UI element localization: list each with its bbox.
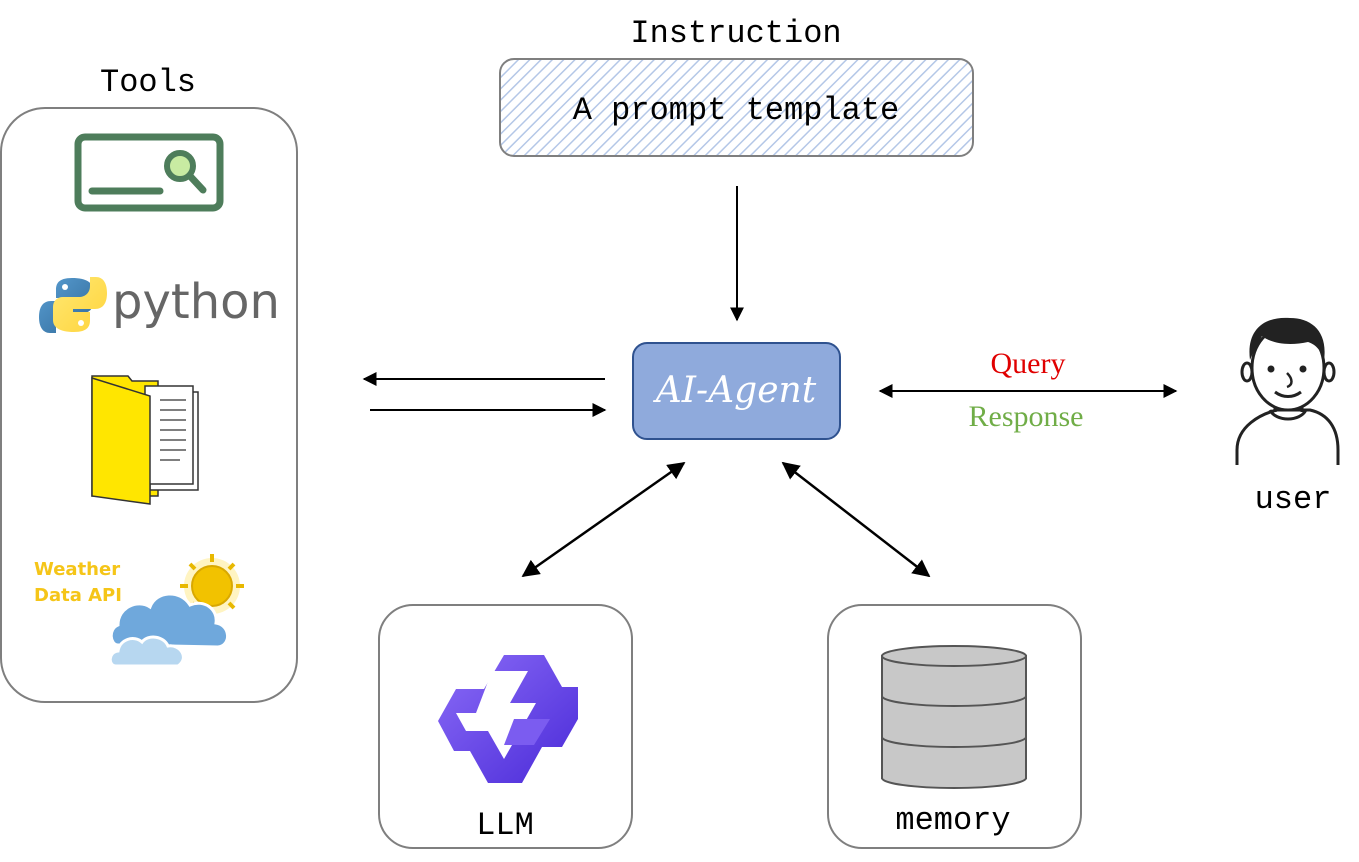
search-tool-icon — [74, 133, 224, 212]
llm-label: LLM — [476, 807, 534, 844]
ai-agent-label: AI-Agent — [653, 370, 817, 411]
user-label: user — [1255, 481, 1332, 518]
tools-title: Tools — [100, 64, 196, 101]
database-icon — [881, 645, 1027, 789]
python-logo-icon — [39, 277, 107, 333]
weather-label-line1: Weather — [34, 559, 120, 580]
ai-agent-box — [632, 342, 841, 440]
response-label: Response — [969, 400, 1084, 433]
user-avatar-icon — [1235, 317, 1340, 465]
weather-label-line2: Data API — [34, 585, 122, 606]
folder-icon — [91, 375, 199, 505]
query-label: Query — [991, 347, 1066, 380]
prompt-template-box — [499, 58, 974, 157]
prompt-template-label: A prompt template — [573, 92, 899, 129]
memory-label: memory — [895, 802, 1010, 839]
python-label: python — [112, 274, 280, 330]
agent-llm-arrow — [521, 461, 686, 578]
agent-memory-arrow — [781, 461, 931, 578]
instruction-title: Instruction — [630, 15, 841, 52]
weather-sun-cloud-icon — [108, 554, 244, 668]
llm-logo-icon — [438, 655, 578, 783]
